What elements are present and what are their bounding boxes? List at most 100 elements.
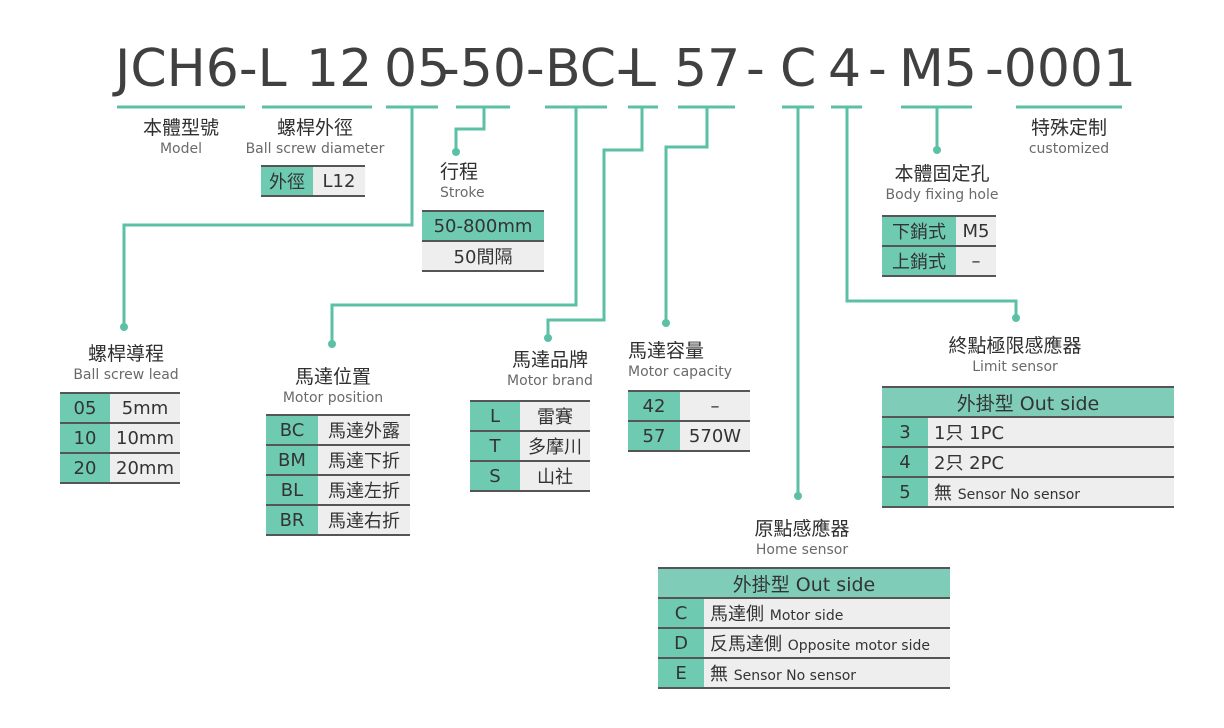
table-row: BM 馬達下折 bbox=[266, 445, 410, 476]
lead-key: 20 bbox=[60, 453, 110, 484]
home-value-zh: 無 bbox=[710, 664, 728, 685]
label-fixing-en: Body fixing hole bbox=[885, 187, 999, 203]
table-row: D 反馬達側 Opposite motor side bbox=[658, 628, 950, 659]
label-model: 本體型號 Model bbox=[117, 116, 245, 158]
table-fixing: 下銷式 M5 上銷式 – bbox=[882, 215, 996, 277]
table-diameter: 外徑 L12 bbox=[261, 165, 365, 197]
lead-value: 10mm bbox=[110, 423, 180, 454]
home-value-en: Opposite motor side bbox=[787, 638, 930, 654]
wire-lead bbox=[122, 107, 414, 327]
table-row: 50間隔 bbox=[422, 241, 544, 272]
label-capacity: 馬達容量 Motor capacity bbox=[628, 339, 732, 381]
table-stroke: 50-800mm 50間隔 bbox=[422, 210, 544, 272]
position-key: BM bbox=[266, 445, 318, 476]
table-capacity: 42 – 57 570W bbox=[628, 390, 750, 452]
table-row: S 山社 bbox=[470, 461, 590, 492]
code-position: BC- bbox=[545, 39, 635, 99]
wire-stroke bbox=[454, 107, 486, 152]
position-key: BL bbox=[266, 475, 318, 506]
limit-value-en: Sensor No sensor bbox=[957, 487, 1081, 503]
label-brand-en: Motor brand bbox=[507, 373, 593, 389]
table-row: E 無 Sensor No sensor bbox=[658, 658, 950, 689]
table-row: 5 無 Sensor No sensor bbox=[882, 477, 1174, 508]
table-limit: 外掛型 Out side 3 1只 1PC 4 2只 2PC 5 無 Senso… bbox=[882, 386, 1174, 508]
capacity-value: 570W bbox=[680, 421, 750, 452]
capacity-key: 42 bbox=[628, 390, 680, 422]
limit-value: 無 Sensor No sensor bbox=[928, 477, 1174, 508]
label-lead-zh: 螺桿導程 bbox=[87, 343, 164, 365]
wire-capacity bbox=[664, 107, 709, 323]
label-limit-zh: 終點極限感應器 bbox=[948, 335, 1082, 357]
label-home-zh: 原點感應器 bbox=[754, 518, 850, 540]
table-row: BL 馬達左折 bbox=[266, 475, 410, 506]
home-value: 無 Sensor No sensor bbox=[704, 658, 950, 689]
label-limit: 終點極限感應器 Limit sensor bbox=[934, 334, 1096, 376]
dot-lead bbox=[120, 323, 128, 331]
table-row: 上銷式 – bbox=[882, 246, 996, 277]
code-stroke: -50- bbox=[441, 39, 545, 99]
table-home: 外掛型 Out side C 馬達側 Motor side D 反馬達側 Opp… bbox=[658, 567, 950, 689]
code-custom: -0001 bbox=[985, 39, 1137, 99]
label-brand: 馬達品牌 Motor brand bbox=[496, 348, 604, 390]
home-value-en: Sensor No sensor bbox=[733, 668, 857, 684]
fixing-value: – bbox=[956, 246, 996, 277]
stroke-range: 50-800mm bbox=[422, 210, 544, 242]
limit-key: 5 bbox=[882, 477, 928, 508]
dot-fixing bbox=[933, 146, 941, 154]
label-custom-en: customized bbox=[1028, 141, 1110, 157]
limit-value-zh: 無 bbox=[934, 483, 952, 504]
lead-key: 10 bbox=[60, 423, 110, 454]
brand-key: L bbox=[470, 400, 520, 432]
table-row: C 馬達側 Motor side bbox=[658, 598, 950, 629]
table-row: 4 2只 2PC bbox=[882, 447, 1174, 478]
table-lead: 05 5mm 10 10mm 20 20mm bbox=[60, 392, 180, 484]
table-row: 57 570W bbox=[628, 421, 750, 452]
label-limit-en: Limit sensor bbox=[972, 359, 1058, 375]
dot-position bbox=[328, 340, 336, 348]
dot-limit bbox=[1012, 314, 1020, 322]
table-row: 3 1只 1PC bbox=[882, 417, 1174, 448]
home-value: 馬達側 Motor side bbox=[704, 598, 950, 629]
code-brand: L bbox=[627, 39, 656, 99]
brand-key: T bbox=[470, 431, 520, 462]
code-limit: 4 bbox=[828, 39, 862, 99]
label-stroke-zh: 行程 bbox=[440, 161, 479, 183]
label-diameter: 螺桿外徑 Ball screw diameter bbox=[240, 116, 390, 158]
home-key: E bbox=[658, 658, 704, 689]
label-fixing: 本體固定孔 Body fixing hole bbox=[880, 162, 1004, 204]
lead-value: 20mm bbox=[110, 453, 180, 484]
position-value: 馬達外露 bbox=[318, 414, 410, 446]
position-value: 馬達下折 bbox=[318, 445, 410, 476]
label-lead-en: Ball screw lead bbox=[73, 367, 179, 383]
table-row: 20 20mm bbox=[60, 453, 180, 484]
wire-brand bbox=[546, 107, 644, 338]
limit-value: 1只 1PC bbox=[928, 417, 1174, 448]
lead-value: 5mm bbox=[110, 392, 180, 424]
home-header: 外掛型 Out side bbox=[658, 567, 950, 599]
label-fixing-zh: 本體固定孔 bbox=[894, 163, 990, 185]
table-row: T 多摩川 bbox=[470, 431, 590, 462]
table-header-row: 外掛型 Out side bbox=[882, 386, 1174, 418]
dot-brand bbox=[544, 334, 552, 342]
position-value: 馬達右折 bbox=[318, 505, 410, 536]
home-key: C bbox=[658, 598, 704, 629]
label-custom-zh: 特殊定制 bbox=[1030, 117, 1107, 139]
position-value: 馬達左折 bbox=[318, 475, 410, 506]
label-diameter-zh: 螺桿外徑 bbox=[276, 117, 353, 139]
table-row: 42 – bbox=[628, 390, 750, 422]
limit-value-zh: 2只 2PC bbox=[934, 453, 1005, 474]
fixing-key: 下銷式 bbox=[882, 215, 956, 247]
table-brand: L 雷賽 T 多摩川 S 山社 bbox=[470, 400, 590, 492]
table-row: BR 馬達右折 bbox=[266, 505, 410, 536]
label-stroke-en: Stroke bbox=[440, 185, 485, 201]
label-capacity-zh: 馬達容量 bbox=[628, 340, 705, 362]
home-value-zh: 馬達側 bbox=[710, 604, 764, 625]
table-row: 50-800mm bbox=[422, 210, 544, 242]
limit-key: 4 bbox=[882, 447, 928, 478]
stroke-interval: 50間隔 bbox=[422, 241, 544, 272]
capacity-key: 57 bbox=[628, 421, 680, 452]
wire-limit bbox=[845, 107, 1018, 318]
position-key: BC bbox=[266, 414, 318, 446]
table-row: 外徑 L12 bbox=[261, 165, 365, 197]
